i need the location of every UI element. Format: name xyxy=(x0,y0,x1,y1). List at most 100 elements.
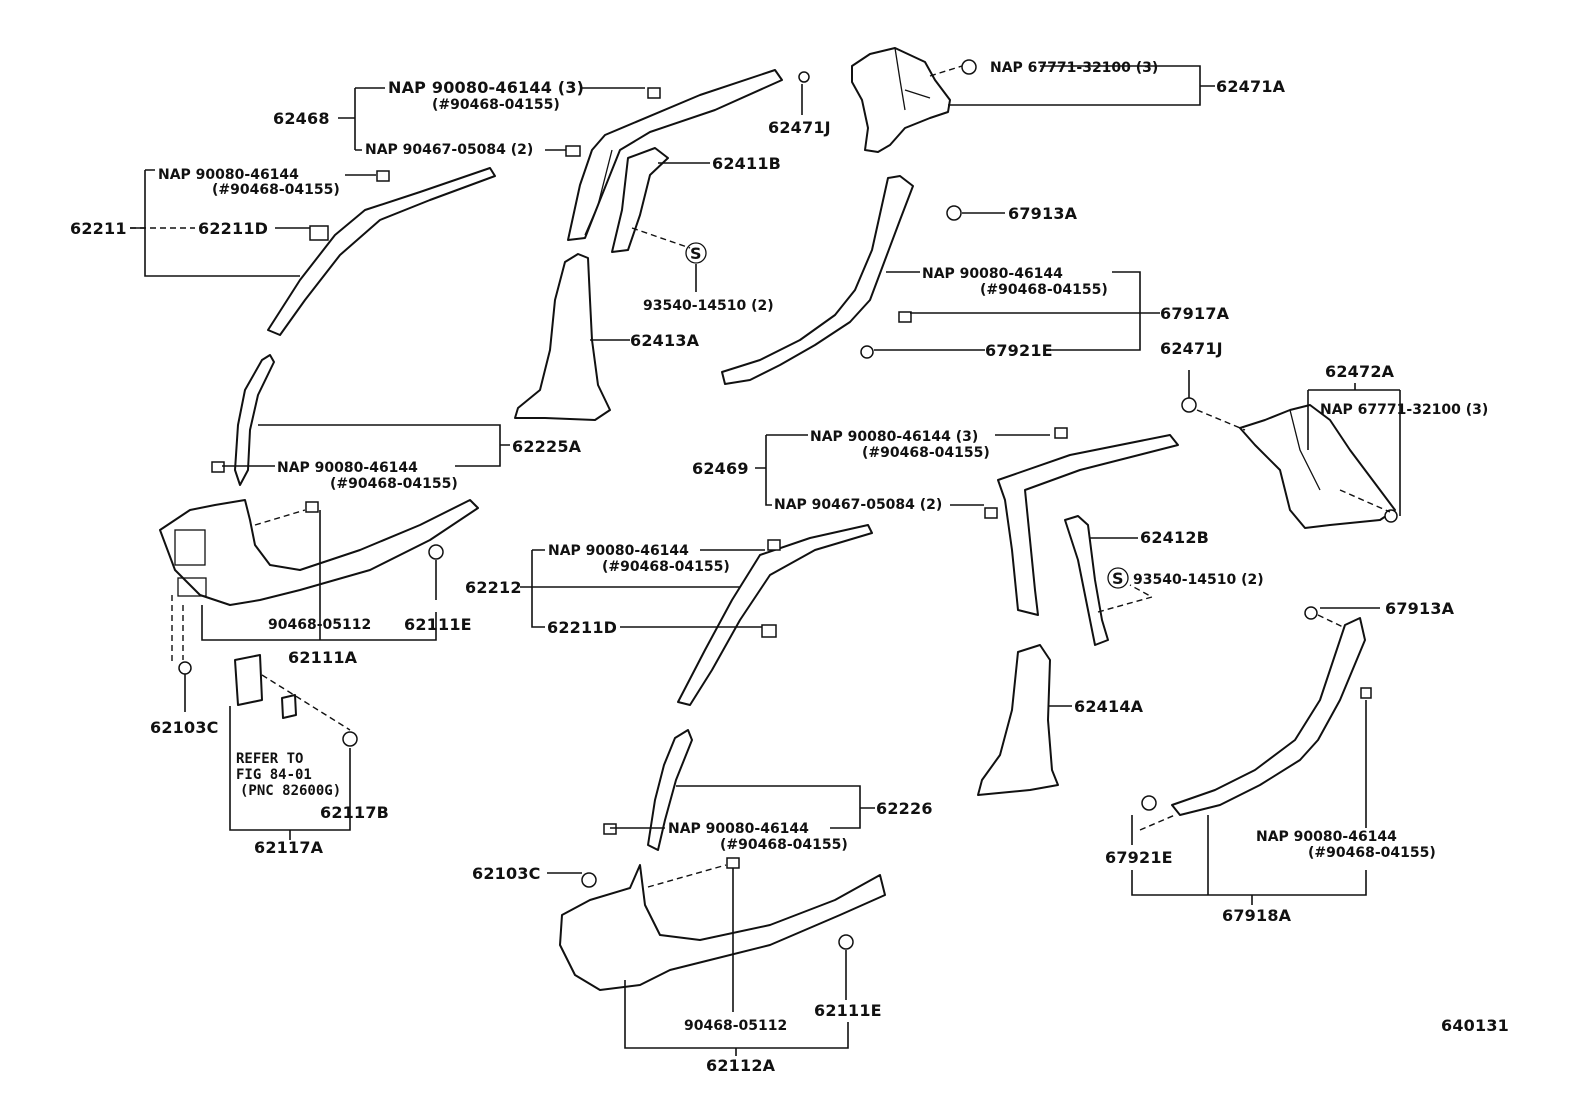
label-62412B: 62412B xyxy=(1140,528,1209,547)
clip-icon xyxy=(565,145,581,157)
label-nap-67917A-sub: (#90468-04155) xyxy=(980,282,1108,298)
clip-icon xyxy=(1384,509,1398,523)
label-nap-62212: NAP 90080-46144 xyxy=(548,543,689,559)
part-62468 xyxy=(567,69,783,241)
label-62472A: 62472A xyxy=(1325,362,1395,381)
clip-icon xyxy=(581,872,597,888)
label-62211: 62211 xyxy=(70,219,127,238)
label-nap-62472A: NAP 67771-32100 (3) xyxy=(1320,402,1488,418)
label-62212: 62212 xyxy=(465,578,522,597)
label-90468-mid: 90468-05112 xyxy=(684,1018,787,1034)
label-67917A: 67917A xyxy=(1160,304,1230,323)
clip-icon xyxy=(761,624,777,638)
label-62117A: 62117A xyxy=(254,838,324,857)
label-67913A-top: 67913A xyxy=(1008,204,1078,223)
label-62471J-top: 62471J xyxy=(768,118,831,137)
clip-icon xyxy=(376,170,390,182)
part-62471A xyxy=(851,47,951,153)
label-67921E-right: 67921E xyxy=(1105,848,1173,867)
label-62117B: 62117B xyxy=(320,803,389,822)
clip-icon xyxy=(898,311,912,323)
clip-icon xyxy=(178,661,192,675)
label-nap-62211-sub: (#90468-04155) xyxy=(212,182,340,198)
label-nap-62468-a-sub: (#90468-04155) xyxy=(432,97,560,113)
label-67918A: 67918A xyxy=(1222,906,1292,925)
label-nap-67917A: NAP 90080-46144 xyxy=(922,266,1063,282)
label-nap-62468-a: NAP 90080-46144 (3) xyxy=(388,78,584,97)
s-marker-label: S xyxy=(1112,569,1124,588)
label-62111E-mid: 62111E xyxy=(814,1001,882,1020)
clip-icon xyxy=(1360,687,1372,699)
clip-icon xyxy=(1054,427,1068,439)
label-62112A: 62112A xyxy=(706,1056,776,1075)
label-62469: 62469 xyxy=(692,459,749,478)
clip-icon xyxy=(305,501,319,513)
s-marker-top: S xyxy=(685,242,707,264)
clip-icon xyxy=(961,59,977,75)
clip-icons xyxy=(178,59,1398,950)
part-62469 xyxy=(997,434,1179,616)
label-62226: 62226 xyxy=(876,799,933,818)
label-62471A: 62471A xyxy=(1216,77,1286,96)
label-nap-62469-b: NAP 90467-05084 (2) xyxy=(774,497,942,513)
clip-icon xyxy=(726,857,740,869)
part-62411B xyxy=(611,147,669,253)
push-clip-icon xyxy=(428,544,444,560)
part-62225A xyxy=(234,354,275,486)
push-clip-icon xyxy=(860,345,874,359)
label-nap-62471A: NAP 67771-32100 (3) xyxy=(990,60,1158,76)
part-62112A xyxy=(559,864,886,991)
label-62225A: 62225A xyxy=(512,437,582,456)
label-93540-top: 93540-14510 (2) xyxy=(643,298,774,314)
screw-icon xyxy=(798,71,810,83)
label-refer-1: REFER TO xyxy=(236,751,303,767)
label-62471J-right: 62471J xyxy=(1160,339,1223,358)
clip-icon xyxy=(647,87,661,99)
label-refer-2: FIG 84-01 xyxy=(236,767,312,783)
label-62103C-mid: 62103C xyxy=(472,864,541,883)
label-62413A: 62413A xyxy=(630,331,700,350)
part-62414A xyxy=(977,644,1059,796)
label-62111E-left: 62111E xyxy=(404,615,472,634)
label-nap-62468-b: NAP 90467-05084 (2) xyxy=(365,142,533,158)
label-62111A: 62111A xyxy=(288,648,358,667)
leader-lines xyxy=(130,65,1401,1056)
label-67921E-top: 67921E xyxy=(985,341,1053,360)
push-clip-icon xyxy=(838,934,854,950)
label-62103C-left: 62103C xyxy=(150,718,219,737)
part-67917A xyxy=(721,175,914,385)
label-62414A: 62414A xyxy=(1074,697,1144,716)
label-nap-62469-a-sub: (#90468-04155) xyxy=(862,445,990,461)
part-labels: 62468 NAP 90080-46144 (3) (#90468-04155)… xyxy=(70,60,1509,1075)
label-62211D-top: 62211D xyxy=(198,219,268,238)
label-nap-62226-sub: (#90468-04155) xyxy=(720,837,848,853)
label-62411B: 62411B xyxy=(712,154,781,173)
label-nap-62225A: NAP 90080-46144 xyxy=(277,460,418,476)
screw-icon xyxy=(1304,606,1318,620)
label-62468: 62468 xyxy=(273,109,330,128)
label-nap-62469-a: NAP 90080-46144 (3) xyxy=(810,429,978,445)
s-marker-label: S xyxy=(690,244,702,263)
label-nap-67918A-sub: (#90468-04155) xyxy=(1308,845,1436,861)
part-67918A xyxy=(1171,617,1366,816)
label-nap-62226: NAP 90080-46144 xyxy=(668,821,809,837)
clip-icon xyxy=(211,461,225,473)
label-refer-3: (PNC 82600G) xyxy=(240,783,341,799)
s-marker-mid: S xyxy=(1107,567,1129,589)
push-clip-icon xyxy=(1141,795,1157,811)
part-62212 xyxy=(677,524,873,706)
screw-icon xyxy=(946,205,962,221)
part-62412B xyxy=(1064,515,1109,646)
part-62117A xyxy=(234,654,297,719)
label-62211D-mid: 62211D xyxy=(547,618,617,637)
part-62211 xyxy=(267,167,496,336)
clip-icon xyxy=(984,507,998,519)
screw-icon xyxy=(1181,397,1197,413)
label-90468-left: 90468-05112 xyxy=(268,617,371,633)
part-62472A xyxy=(1239,404,1396,529)
figure-number: 640131 xyxy=(1441,1016,1509,1035)
part-62226 xyxy=(647,729,693,851)
label-93540-mid: 93540-14510 (2) xyxy=(1133,572,1264,588)
